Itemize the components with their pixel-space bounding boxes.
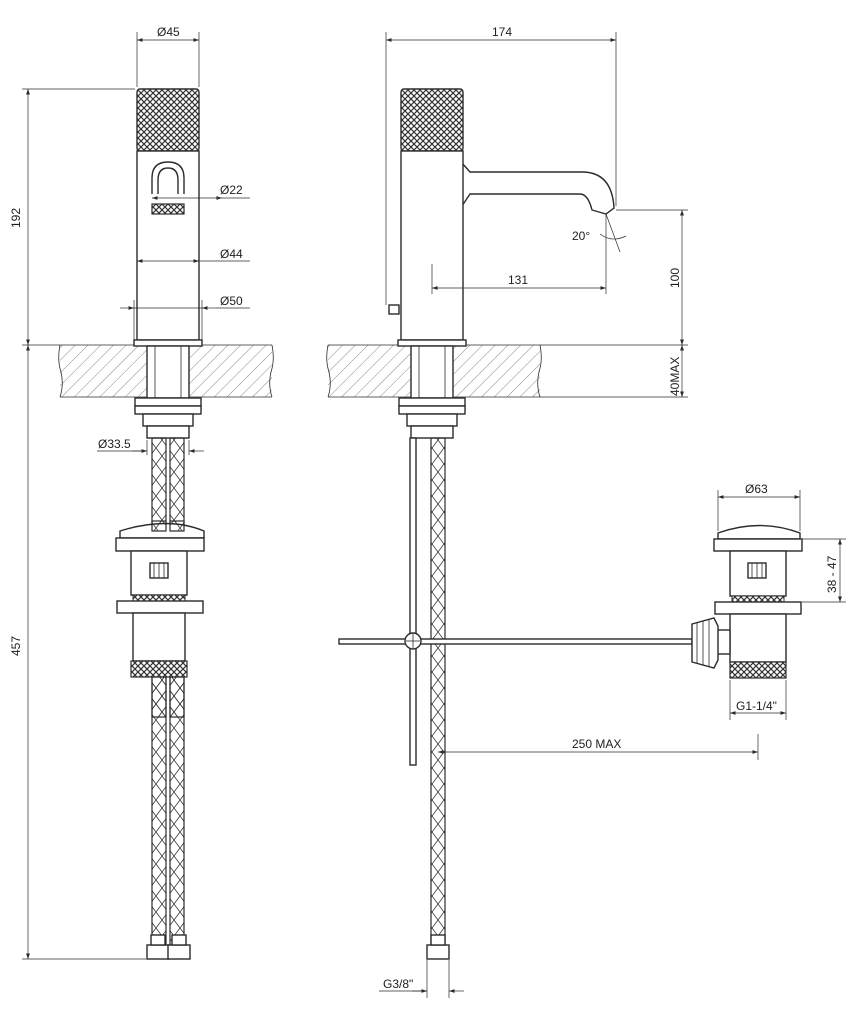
label-38-47: 38 - 47 — [825, 555, 839, 593]
dimension-lines — [22, 32, 846, 998]
label-height-100: 100 — [668, 268, 682, 288]
side-view-mixer — [388, 88, 615, 960]
label-d33-5: Ø33.5 — [98, 437, 131, 451]
dimension-labels: Ø45 Ø22 Ø44 Ø50 Ø33.5 192 457 174 20° 13… — [9, 25, 839, 991]
pull-rod — [338, 632, 693, 650]
label-height-192: 192 — [9, 208, 23, 228]
label-height-457: 457 — [9, 636, 23, 656]
label-angle-20: 20° — [572, 229, 590, 243]
label-d63: Ø63 — [745, 482, 768, 496]
label-d45: Ø45 — [157, 25, 180, 39]
label-width-174: 174 — [492, 25, 512, 39]
label-d50: Ø50 — [220, 294, 243, 308]
label-g3-8: G3/8" — [383, 977, 413, 991]
waste-front — [115, 520, 205, 718]
label-40max: 40MAX — [668, 357, 682, 396]
label-250-max: 250 MAX — [572, 737, 621, 751]
label-reach-131: 131 — [508, 273, 528, 287]
waste-side — [691, 524, 803, 679]
label-g1-1-4: G1-1/4" — [736, 699, 777, 713]
label-d22: Ø22 — [220, 183, 243, 197]
label-d44: Ø44 — [220, 247, 243, 261]
